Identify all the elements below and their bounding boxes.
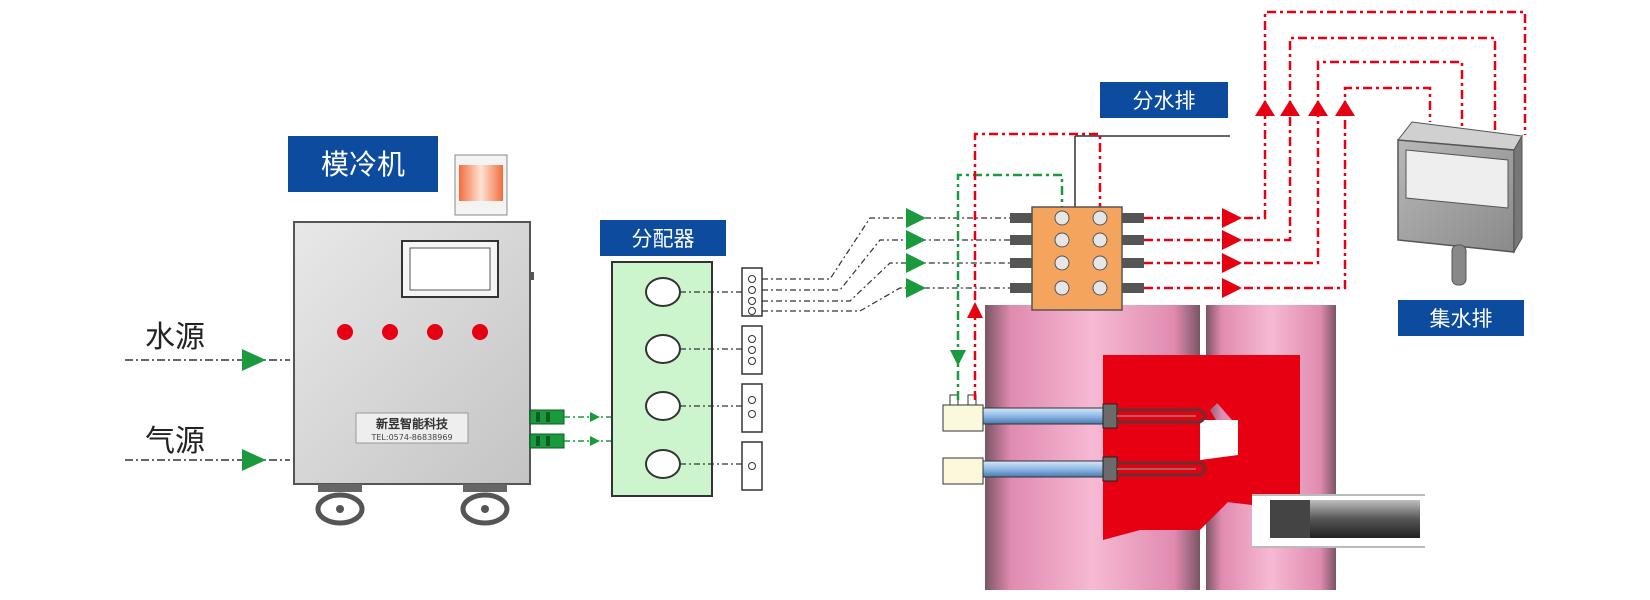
triangle-arrow-icon <box>1308 100 1328 116</box>
triangle-arrow-icon <box>1222 208 1242 228</box>
brand-plate <box>355 412 469 444</box>
triangle-arrow-icon <box>242 349 266 371</box>
distributor-label-box <box>600 220 726 256</box>
triangle-arrow-icon <box>242 449 266 471</box>
triangle-arrow-icon <box>906 208 926 228</box>
cooling-rods <box>942 394 1207 485</box>
water-source-label: 水源 <box>145 320 205 355</box>
indicator-light <box>427 324 443 340</box>
triangle-arrow-icon <box>950 350 966 366</box>
chiller-label: 模冷机 <box>321 148 405 181</box>
indicator-light <box>472 324 488 340</box>
rod-return-line <box>973 132 1102 400</box>
brand-name: 新昱智能科技 <box>376 416 449 431</box>
water-manifold-label-box <box>1100 82 1228 118</box>
chiller-label-box <box>288 136 438 192</box>
collector-label-box <box>1398 300 1524 336</box>
air-source-line <box>125 449 290 471</box>
supply-arrows <box>906 208 926 298</box>
triangle-arrow-icon <box>906 278 926 298</box>
air-source-label: 气源 <box>145 424 205 459</box>
return-arrows <box>1222 100 1355 298</box>
wheel-icon <box>315 484 365 526</box>
water-source-line <box>125 349 290 371</box>
indicator-light <box>382 324 398 340</box>
triangle-arrow-icon <box>1335 100 1355 116</box>
chiller-cabinet: 新昱智能科技 TEL:0574-86838969 <box>293 221 534 485</box>
rod-supply-line <box>956 173 1064 400</box>
outlet-fittings <box>529 409 612 449</box>
triangle-arrow-icon <box>906 230 926 250</box>
triangle-arrow-icon <box>906 253 926 273</box>
mold-core <box>1103 355 1230 540</box>
wheel-icon <box>460 484 510 526</box>
triangle-arrow-icon <box>1222 230 1242 250</box>
water-manifold-label: 分水排 <box>1133 89 1196 113</box>
distributor-body <box>611 261 742 497</box>
triangle-arrow-icon <box>1255 100 1275 116</box>
return-lines <box>1144 10 1527 290</box>
brand-tel: TEL:0574-86838969 <box>370 433 452 442</box>
collector-label: 集水排 <box>1430 307 1493 331</box>
triangle-arrow-icon <box>1280 100 1300 116</box>
connector-blocks <box>741 267 763 491</box>
triangle-arrow-icon <box>967 302 983 318</box>
tower-light-icon <box>454 154 508 216</box>
distributor-label: 分配器 <box>632 227 695 251</box>
indicator-light <box>337 324 353 340</box>
mold <box>985 305 1425 590</box>
collector-body <box>1397 121 1523 286</box>
water-manifold-body <box>1010 206 1144 311</box>
triangle-arrow-icon <box>1222 253 1242 273</box>
supply-lines <box>762 217 1010 312</box>
triangle-arrow-icon <box>1222 278 1242 298</box>
